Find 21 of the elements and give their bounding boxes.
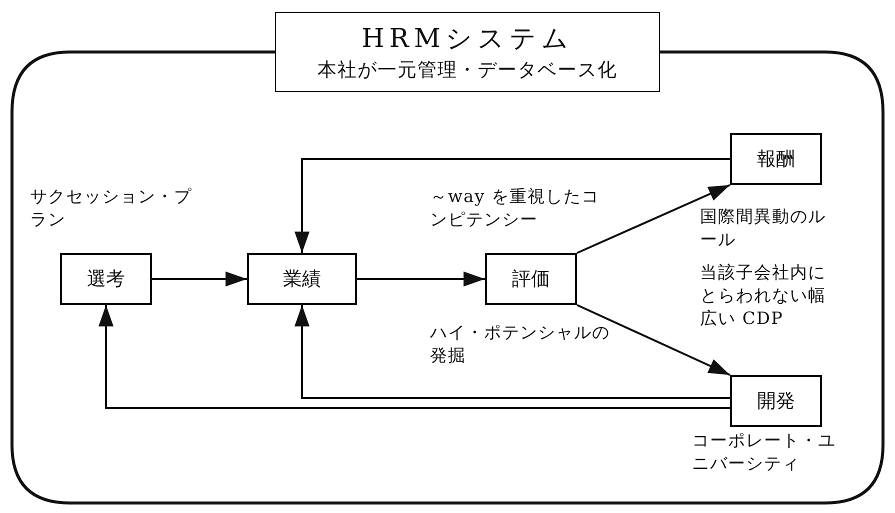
system-frame: [10, 12, 885, 505]
arrow: [576, 304, 730, 376]
arrow: [294, 158, 730, 253]
process-box: 選考: [60, 253, 152, 305]
arrow: [98, 305, 730, 409]
annotation-text: ハイ・ポテンシャルの発掘: [430, 322, 611, 368]
annotation-text: 国際間異動のルール: [700, 206, 827, 252]
annotation-text: サクセッション・プラン: [30, 186, 193, 232]
system-title: HRMシステム: [362, 22, 574, 56]
process-box: 開発: [730, 375, 822, 427]
arrow: [152, 272, 247, 286]
process-box: 評価: [485, 253, 577, 305]
process-box: 業績: [247, 253, 357, 305]
annotation-text: ～way を重視したコンピテンシー: [430, 186, 601, 232]
system-subtitle: 本社が一元管理・データベース化: [318, 58, 618, 83]
arrow: [294, 305, 730, 399]
annotation-text: コーポレート・ユニバーシティ: [692, 430, 837, 476]
process-box: 報酬: [730, 133, 822, 185]
arrow: [357, 272, 485, 286]
arrow: [576, 184, 730, 254]
annotation-text: 当該子会社内にとらわれない幅広い CDP: [700, 262, 827, 331]
